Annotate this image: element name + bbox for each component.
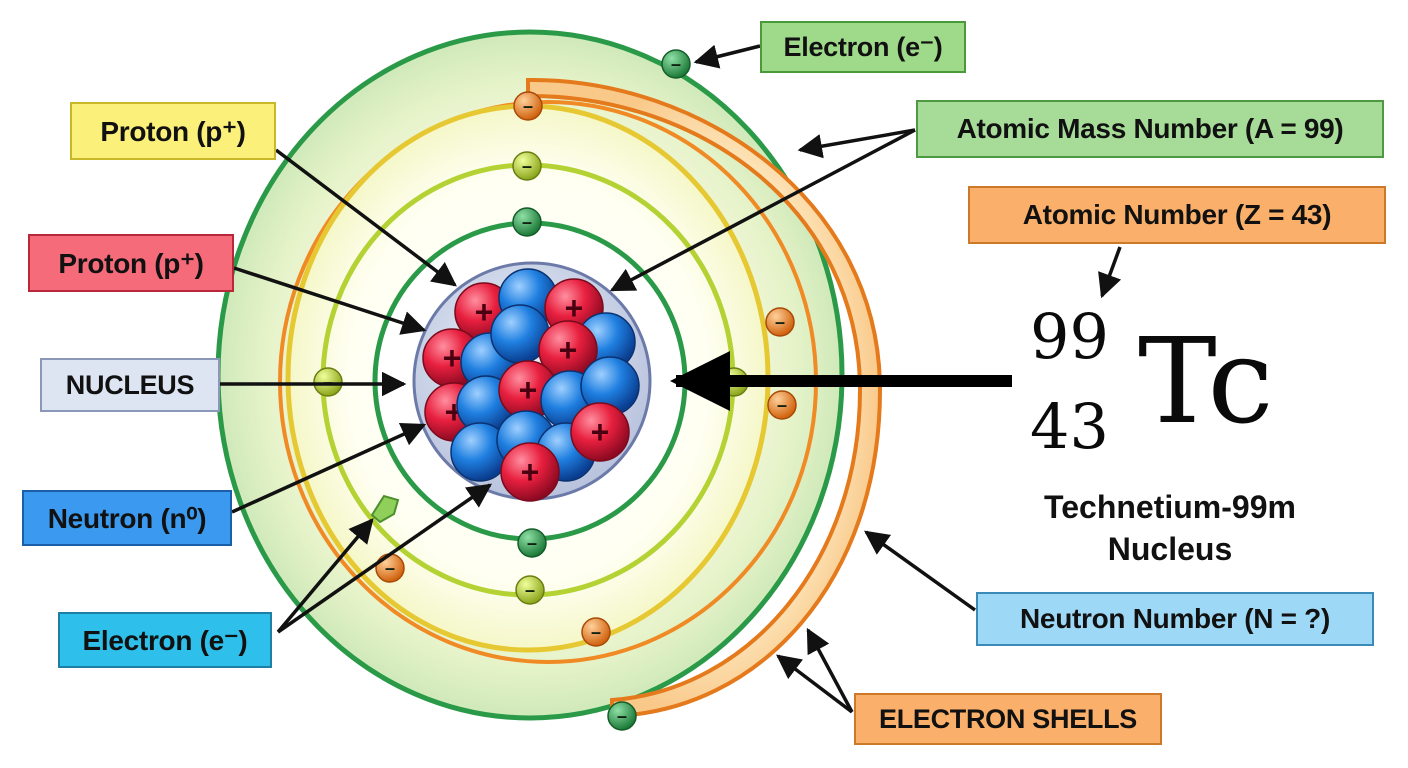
label-neutron: Neutron (n⁰) bbox=[22, 490, 232, 546]
svg-text:–: – bbox=[777, 395, 787, 415]
svg-text:–: – bbox=[385, 558, 395, 578]
atomic-number-subscript: 43 bbox=[1030, 390, 1109, 463]
electron: – bbox=[767, 390, 797, 420]
pointer-arrows bbox=[220, 44, 1122, 714]
label-atomic-number: Atomic Number (Z = 43) bbox=[968, 186, 1386, 244]
svg-text:+: + bbox=[475, 294, 494, 330]
isotope-caption-line1: Technetium-99m bbox=[1044, 489, 1296, 525]
electron: – bbox=[581, 617, 611, 647]
mass-number-superscript: 99 bbox=[1030, 300, 1109, 373]
electron: – bbox=[313, 367, 343, 397]
arrow-proton-mid bbox=[233, 266, 427, 335]
svg-text:+: + bbox=[443, 340, 462, 376]
marker-shape bbox=[370, 494, 400, 524]
svg-text:–: – bbox=[617, 706, 627, 726]
svg-text:–: – bbox=[523, 96, 533, 116]
svg-text:+: + bbox=[521, 454, 540, 490]
electron: – bbox=[517, 528, 547, 558]
electron: – bbox=[515, 575, 545, 605]
electron: – bbox=[512, 207, 542, 237]
proton: + bbox=[538, 320, 598, 380]
electron: – bbox=[765, 307, 795, 337]
arrow-electron-left-1 bbox=[276, 518, 374, 634]
arrow-atomic-number bbox=[1098, 246, 1122, 299]
label-electron-shells: ELECTRON SHELLS bbox=[854, 693, 1162, 745]
arrow-neutron bbox=[231, 422, 427, 514]
svg-text:–: – bbox=[522, 212, 532, 232]
arrow-proton-top bbox=[274, 148, 457, 287]
electron: – bbox=[513, 91, 543, 121]
electron: – bbox=[661, 49, 691, 79]
proton: + bbox=[570, 402, 630, 462]
arrow-mass-2 bbox=[609, 128, 916, 292]
arrow-shells-2 bbox=[806, 627, 854, 713]
svg-text:+: + bbox=[559, 332, 578, 368]
svg-text:–: – bbox=[527, 533, 537, 553]
svg-text:–: – bbox=[525, 580, 535, 600]
svg-text:–: – bbox=[522, 156, 532, 176]
label-nucleus: NUCLEUS bbox=[40, 358, 220, 412]
svg-text:+: + bbox=[591, 414, 610, 450]
electron: – bbox=[607, 701, 637, 731]
element-symbol: Tc bbox=[1138, 312, 1274, 450]
electron: – bbox=[512, 151, 542, 181]
label-neutron-number: Neutron Number (N = ?) bbox=[976, 592, 1374, 646]
svg-text:–: – bbox=[671, 54, 681, 74]
electron: – bbox=[375, 553, 405, 583]
label-electron-left: Electron (e⁻) bbox=[58, 612, 272, 668]
arrow-neutron-number bbox=[864, 530, 977, 612]
svg-text:–: – bbox=[323, 372, 333, 392]
proton: + bbox=[500, 442, 560, 502]
svg-text:+: + bbox=[565, 290, 584, 326]
svg-text:+: + bbox=[519, 372, 538, 408]
arrow-shells-1 bbox=[776, 654, 854, 714]
svg-text:–: – bbox=[591, 622, 601, 642]
arrow-electron-left-2 bbox=[277, 483, 493, 634]
arrow-electron-top bbox=[693, 44, 761, 69]
arrow-mass-1 bbox=[797, 128, 916, 159]
nucleus: ++++++++ bbox=[412, 261, 652, 502]
label-electron-top: Electron (e⁻) bbox=[760, 21, 966, 73]
isotope-caption-line2: Nucleus bbox=[1107, 531, 1233, 567]
label-proton-mid: Proton (p⁺) bbox=[28, 234, 234, 292]
label-mass-number: Atomic Mass Number (A = 99) bbox=[916, 100, 1384, 158]
svg-text:–: – bbox=[775, 312, 785, 332]
label-proton-top: Proton (p⁺) bbox=[70, 102, 276, 160]
